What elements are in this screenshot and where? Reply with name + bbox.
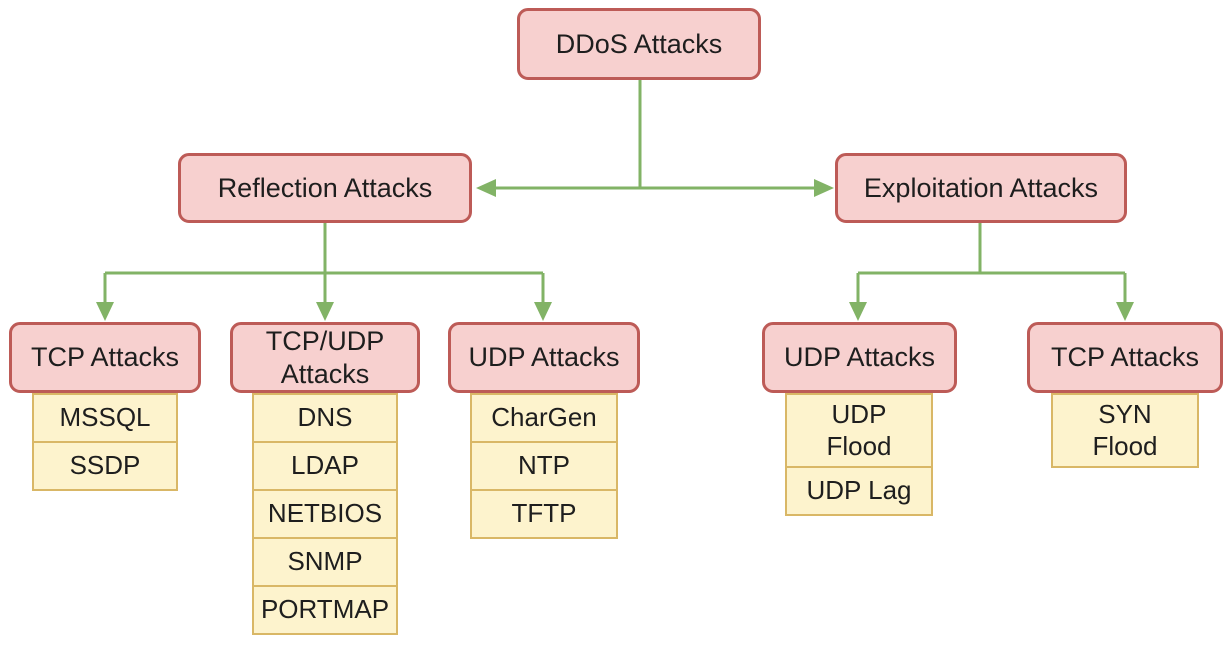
list-item: NTP: [470, 441, 618, 491]
node-root-ddos-attacks: DDoS Attacks: [517, 8, 761, 80]
node-udp-attacks-exploitation: UDP Attacks: [762, 322, 957, 393]
list-item: LDAP: [252, 441, 398, 491]
arrow-to-tcpudp-icon: [316, 302, 334, 321]
arrow-to-exploitation-icon: [814, 179, 834, 197]
list-item: SYN Flood: [1051, 393, 1199, 468]
node-tcp-attacks-exploitation: TCP Attacks: [1027, 322, 1223, 393]
node-udp-attacks-reflection: UDP Attacks: [448, 322, 640, 393]
list-item: NETBIOS: [252, 489, 398, 539]
arrow-to-tcp-right-icon: [1116, 302, 1134, 321]
list-item: UDP Lag: [785, 466, 933, 516]
list-udp-attacks-exploitation: UDP Flood UDP Lag: [785, 393, 933, 516]
list-item: SNMP: [252, 537, 398, 587]
arrow-to-reflection-icon: [476, 179, 496, 197]
list-item: TFTP: [470, 489, 618, 539]
arrow-to-udp-right-icon: [849, 302, 867, 321]
list-item: PORTMAP: [252, 585, 398, 635]
node-reflection-attacks: Reflection Attacks: [178, 153, 472, 223]
list-item: CharGen: [470, 393, 618, 443]
node-exploitation-attacks: Exploitation Attacks: [835, 153, 1127, 223]
list-item: UDP Flood: [785, 393, 933, 468]
list-tcp-attacks-exploitation: SYN Flood: [1051, 393, 1199, 468]
node-tcpudp-attacks: TCP/UDP Attacks: [230, 322, 420, 393]
arrow-to-udp-left-icon: [534, 302, 552, 321]
list-tcpudp-attacks: DNS LDAP NETBIOS SNMP PORTMAP: [252, 393, 398, 635]
arrow-to-tcp-left-icon: [96, 302, 114, 321]
list-item: MSSQL: [32, 393, 178, 443]
node-tcp-attacks-reflection: TCP Attacks: [9, 322, 201, 393]
list-item: DNS: [252, 393, 398, 443]
list-tcp-attacks-reflection: MSSQL SSDP: [32, 393, 178, 491]
list-udp-attacks-reflection: CharGen NTP TFTP: [470, 393, 618, 539]
list-item: SSDP: [32, 441, 178, 491]
